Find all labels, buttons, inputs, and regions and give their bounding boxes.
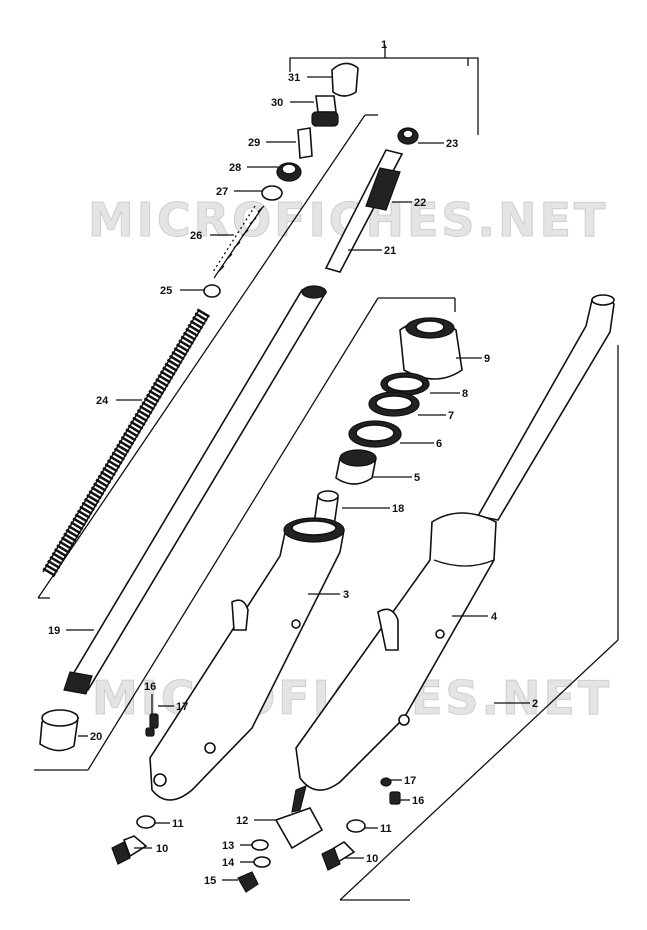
part-21-rod <box>324 149 404 273</box>
part-28-collar <box>276 162 302 182</box>
callout-labels: 1 2 3 4 5 6 7 8 9 10 10 11 11 12 13 14 1… <box>48 39 538 887</box>
callout-27: 27 <box>216 186 228 198</box>
watermark-top: MICROFICHES.NET <box>88 193 608 247</box>
part-8-clip <box>380 372 430 396</box>
part-27-washer <box>261 185 283 201</box>
callout-10-right: 10 <box>366 853 378 865</box>
callout-12: 12 <box>236 815 248 827</box>
callout-17-left: 17 <box>176 701 188 713</box>
part-10-bolt-right <box>321 840 356 871</box>
callout-25: 25 <box>160 285 172 297</box>
callout-18: 18 <box>392 503 404 515</box>
part-9-dust-boot <box>399 317 463 380</box>
part-13-washer <box>251 839 269 851</box>
callout-31: 31 <box>288 72 300 84</box>
callout-21: 21 <box>384 245 396 257</box>
callout-1: 1 <box>381 39 387 51</box>
part-2-inner-tube <box>476 294 615 521</box>
part-14-washer <box>253 856 271 868</box>
part-16-screw-left <box>145 727 155 737</box>
part-12-bracket <box>274 785 324 850</box>
callout-19: 19 <box>48 625 60 637</box>
callout-4: 4 <box>491 611 498 623</box>
callout-15: 15 <box>204 875 216 887</box>
part-23-ring <box>397 127 419 145</box>
part-6-oil-seal <box>348 420 402 448</box>
callout-26: 26 <box>190 230 202 242</box>
callout-10-left: 10 <box>156 843 168 855</box>
part-31-cap <box>331 62 359 97</box>
part-26-spring <box>212 205 265 279</box>
callout-11-left: 11 <box>172 818 184 830</box>
part-16-screw-right <box>389 791 401 805</box>
callout-13: 13 <box>222 840 234 852</box>
part-11-washer-right <box>346 819 366 833</box>
callout-6: 6 <box>436 438 442 450</box>
callout-2: 2 <box>532 698 538 710</box>
callout-16-left: 16 <box>144 681 156 693</box>
part-7-ring <box>368 391 420 417</box>
part-4-outer-slider <box>295 512 497 791</box>
part-10-bolt-left <box>111 835 148 865</box>
leader-lines <box>66 76 530 881</box>
part-15-nut <box>237 871 259 893</box>
part-29-valve <box>297 127 313 159</box>
part-20-slide-bushing <box>39 709 79 752</box>
callout-20: 20 <box>90 731 102 743</box>
part-30-bolt <box>311 95 339 127</box>
part-17-screw-right <box>380 777 392 787</box>
callout-17-right: 17 <box>404 775 416 787</box>
callout-8: 8 <box>462 388 468 400</box>
part-3-outer-tube <box>149 517 345 801</box>
callout-23: 23 <box>446 138 458 150</box>
callout-3: 3 <box>343 589 349 601</box>
callout-29: 29 <box>248 137 260 149</box>
part-25-washer <box>203 284 221 298</box>
part-19-tube <box>63 285 328 695</box>
callout-28: 28 <box>229 162 241 174</box>
part-5-bushing <box>335 449 377 485</box>
callout-24: 24 <box>96 395 109 407</box>
part-11-washer-left <box>136 815 156 829</box>
part-24-spring <box>41 308 211 578</box>
callout-7: 7 <box>448 410 454 422</box>
callout-14: 14 <box>222 857 235 869</box>
callout-30: 30 <box>271 97 283 109</box>
assembly-brackets <box>34 45 619 901</box>
callout-16-right: 16 <box>412 795 424 807</box>
callout-22: 22 <box>414 197 426 209</box>
callout-11-right: 11 <box>380 823 392 835</box>
callout-9: 9 <box>484 353 490 365</box>
callout-5: 5 <box>414 472 420 484</box>
part-17-screw-left <box>149 713 159 729</box>
